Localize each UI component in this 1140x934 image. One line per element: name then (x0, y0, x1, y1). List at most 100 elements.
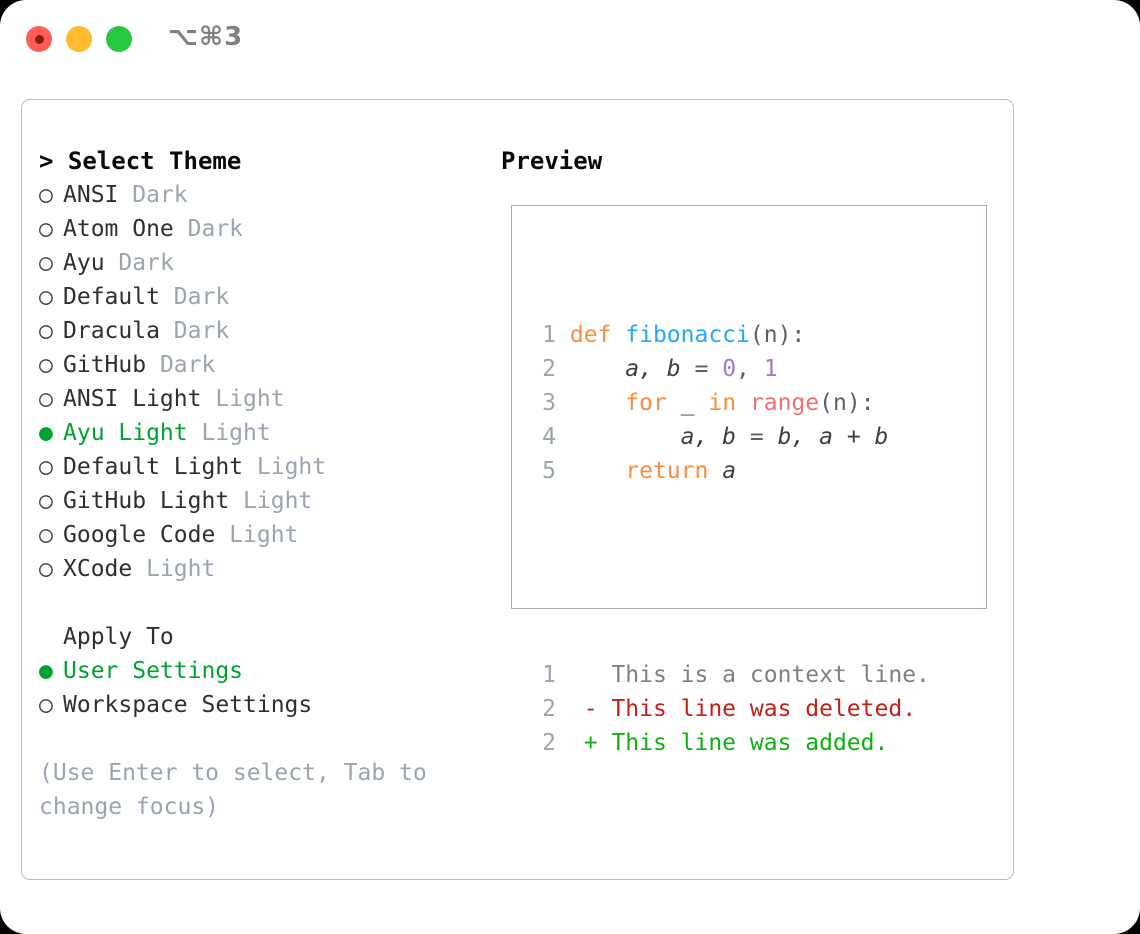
code-token: , (736, 356, 764, 382)
theme-variant-tag: Dark (173, 284, 230, 310)
code-token: range (749, 390, 820, 416)
code-token: = (694, 356, 723, 382)
diff-lines: 1 This is a context line.2 - This line w… (528, 658, 930, 760)
apply-to-label: Workspace Settings (63, 692, 313, 718)
list-spacer (39, 586, 499, 620)
line-number: 2 (542, 730, 556, 756)
diff-line-del: 2 - This line was deleted. (528, 692, 930, 726)
code-token: a, b (569, 424, 750, 450)
code-diff-separator (528, 556, 930, 590)
hint-spacer (39, 722, 499, 756)
theme-name: Dracula (63, 318, 160, 344)
title-bar: ⌥⌘3 (0, 0, 1140, 78)
theme-option-atom-one[interactable]: ○Atom One Dark (39, 212, 499, 246)
diff-sign: + (583, 730, 612, 756)
theme-name: Default Light (63, 454, 244, 480)
code-token: a, b (569, 356, 695, 382)
apply-to-list: ●User Settings ○ Workspace Settings (39, 654, 499, 722)
theme-option-google-code[interactable]: ○Google Code Light (39, 518, 499, 552)
theme-name: XCode (63, 556, 133, 582)
theme-variant-tag: Light (243, 488, 313, 514)
code-token: fibonacci (625, 322, 750, 348)
line-number: 1 (542, 662, 556, 688)
window-controls (26, 26, 132, 52)
theme-variant-tag: Light (215, 386, 285, 412)
radio-unselected-icon: ○ (39, 284, 53, 310)
theme-option-github-light[interactable]: ○ GitHub Light Light (39, 484, 499, 518)
theme-option-default-light[interactable]: ○ Default Light Light (39, 450, 499, 484)
code-token: in (708, 390, 750, 416)
theme-option-ansi[interactable]: ○ ANSI Dark (39, 178, 499, 212)
radio-unselected-icon: ○ (39, 692, 53, 718)
theme-option-xcode[interactable]: ○ XCode Light (39, 552, 499, 586)
diff-text: This line was deleted. (611, 696, 917, 722)
code-line: 4 a, b = b, a + b (528, 420, 930, 454)
theme-name: Ayu (63, 250, 105, 276)
diff-sign (584, 662, 612, 688)
code-token: a (722, 458, 737, 484)
theme-option-ayu-light[interactable]: ●Ayu Light Light (39, 416, 499, 450)
theme-option-default[interactable]: ○ Default Dark (39, 280, 499, 314)
code-line: 1 def fibonacci(n): (528, 318, 930, 352)
line-number: 4 (542, 424, 556, 450)
radio-unselected-icon: ○ (39, 522, 53, 548)
apply-to-option-workspace-settings[interactable]: ○ Workspace Settings (39, 688, 499, 722)
shortcut-label: ⌥⌘3 (168, 22, 244, 52)
code-line: 2 a, b = 0, 1 (528, 352, 930, 386)
code-line: 5 return a (528, 454, 930, 488)
radio-unselected-icon: ○ (39, 216, 53, 242)
code-token: _ (680, 390, 709, 416)
theme-variant-tag: Light (256, 454, 327, 480)
theme-option-ayu[interactable]: ○Ayu Dark (39, 246, 499, 280)
code-token: = (749, 424, 778, 450)
radio-unselected-icon: ○ (39, 488, 53, 514)
line-number: 2 (542, 356, 556, 382)
theme-option-github[interactable]: ○GitHub Dark (39, 348, 499, 382)
maximize-button[interactable] (106, 26, 132, 52)
radio-unselected-icon: ○ (39, 182, 53, 208)
code-token: 1 (763, 356, 778, 382)
theme-name: ANSI (63, 182, 119, 208)
theme-variant-tag: Dark (173, 318, 230, 344)
theme-name: Default (63, 284, 160, 310)
keyboard-hint: (Use Enter to select, Tab to change focu… (39, 760, 441, 820)
code-token (570, 458, 625, 484)
theme-variant-tag: Light (146, 556, 216, 582)
theme-option-ansi-light[interactable]: ○ ANSI Light Light (39, 382, 499, 416)
radio-unselected-icon: ○ (39, 454, 53, 480)
theme-name: Ayu Light (63, 420, 188, 446)
radio-unselected-icon: ○ (39, 556, 53, 582)
theme-list: ○ANSI Dark○Atom One Dark○Ayu Dark○Defaul… (39, 178, 499, 586)
preview-column: Preview 1 def fibonacci(n):2 a, b = 0, 1… (501, 144, 1001, 756)
radio-unselected-icon: ○ (39, 386, 53, 412)
theme-name: GitHub Light (63, 488, 230, 514)
code-token (570, 390, 625, 416)
theme-name: Google Code (63, 522, 216, 548)
line-number: 2 (542, 696, 556, 722)
minimize-button[interactable] (66, 26, 92, 52)
diff-text: This is a context line. (611, 662, 930, 688)
close-button[interactable] (26, 26, 52, 52)
code-token: for (625, 390, 681, 416)
diff-text: This line was added. (611, 730, 889, 756)
radio-selected-icon: ● (39, 658, 53, 684)
theme-name: ANSI Light (63, 386, 202, 412)
diff-line-ctx: 1 This is a context line. (528, 658, 930, 692)
line-number: 5 (542, 458, 556, 484)
apply-to-heading: Apply To (63, 624, 174, 650)
theme-variant-tag: Dark (132, 182, 188, 208)
theme-option-dracula[interactable]: ○ Dracula Dark (39, 314, 499, 348)
line-number: 1 (542, 322, 556, 348)
code-token: 0 (722, 356, 737, 382)
main-panel: > Select Theme ○ANSI Dark○Atom One Dark○… (21, 99, 1014, 880)
page-title: > Select Theme (39, 147, 242, 175)
code-token: (n): (819, 390, 875, 416)
radio-unselected-icon: ○ (39, 318, 53, 344)
theme-variant-tag: Dark (118, 250, 174, 276)
radio-unselected-icon: ○ (39, 352, 53, 378)
radio-selected-icon: ● (39, 420, 53, 446)
theme-variant-tag: Dark (159, 352, 216, 378)
apply-to-option-user-settings[interactable]: ●User Settings (39, 654, 499, 688)
